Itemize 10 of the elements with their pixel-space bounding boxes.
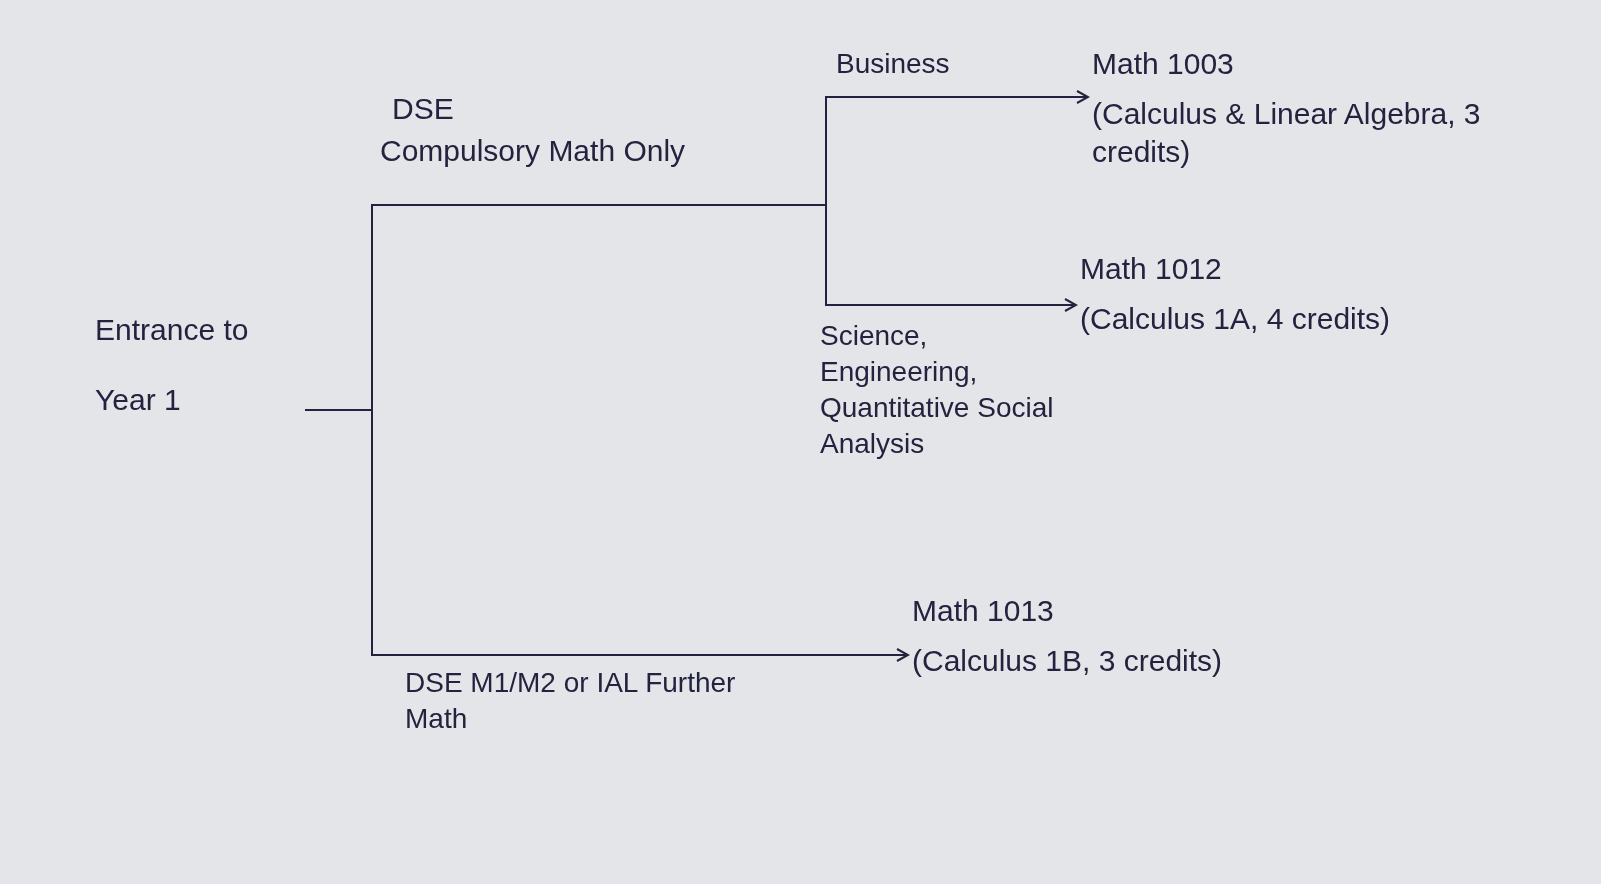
course-title: Math 1003 xyxy=(1092,46,1235,82)
branch-label: Compulsory Math Only xyxy=(380,133,687,169)
course-title: Math 1012 xyxy=(1080,251,1223,287)
course-detail: (Calculus & Linear Algebra, 3 credits) xyxy=(1092,96,1482,170)
course-title: Entrance to Year 1 xyxy=(95,312,250,418)
course-detail: (Calculus 1A, 4 credits) xyxy=(1080,301,1392,337)
arrow xyxy=(304,409,909,662)
course-title: Math 1013 xyxy=(912,593,1055,629)
branch-label: DSE xyxy=(392,91,455,127)
course-detail: (Calculus 1B, 3 credits) xyxy=(912,643,1224,679)
